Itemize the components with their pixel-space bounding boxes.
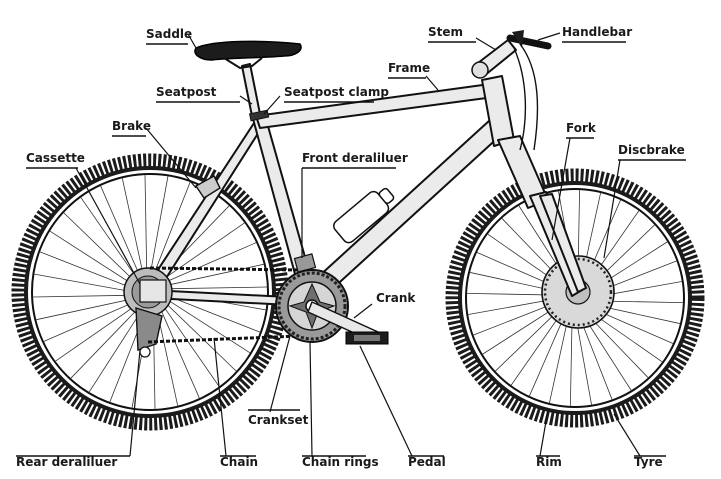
saddle-shape (194, 40, 302, 70)
label-discbrake: Discbrake (618, 143, 685, 157)
leader-brake (145, 127, 197, 189)
label-brake: Brake (112, 119, 151, 133)
label-seatpost: Seatpost (156, 85, 217, 99)
leader-crankset (269, 335, 291, 413)
leader-rim (539, 409, 549, 457)
spoke (156, 263, 264, 288)
rear-derailleur-body (135, 307, 163, 358)
leader-chain (213, 337, 227, 457)
spoke (155, 242, 257, 287)
leader-frame (425, 75, 439, 91)
part-labels: Saddle Stem Handlebar Frame Seatpost Sea… (16, 25, 686, 469)
leader-discbrake (603, 159, 621, 259)
label-handlebar: Handlebar (562, 25, 632, 39)
leader-crank (353, 303, 373, 319)
leader-saddle (187, 33, 197, 49)
label-stem: Stem (428, 25, 463, 39)
label-seatpost-clamp: Seatpost clamp (284, 85, 389, 99)
spoke (144, 175, 148, 285)
spoke (157, 286, 267, 290)
label-front-derailleur: Front deraliluer (302, 151, 408, 165)
rear-cassette (123, 267, 173, 317)
label-rim: Rim (536, 455, 562, 469)
label-cassette: Cassette (26, 151, 85, 165)
spoke (157, 293, 251, 354)
leader-tyre (613, 413, 641, 457)
leader-handlebar (537, 32, 561, 41)
label-chain-rings: Chain rings (302, 455, 379, 469)
spoke (100, 185, 145, 287)
label-crank: Crank (376, 291, 416, 305)
leader-stem (475, 37, 497, 51)
leader-rear-derailleur (129, 349, 141, 457)
label-frame: Frame (388, 61, 430, 75)
seatpost-assembly (241, 63, 270, 122)
front-rim (465, 188, 685, 408)
leader-pedal (359, 345, 413, 457)
label-saddle: Saddle (146, 27, 192, 41)
front-tyre (445, 168, 705, 428)
leader-seatpost-clamp (263, 95, 281, 115)
spoke (154, 222, 245, 286)
label-tyre: Tyre (634, 455, 663, 469)
leader-seatpost (239, 95, 253, 105)
front-fork (497, 135, 587, 297)
spoke (148, 176, 169, 285)
rear-brake-caliper (194, 175, 221, 199)
spoke (157, 294, 237, 372)
leader-chain-rings (309, 341, 313, 457)
rear-rim (31, 173, 269, 411)
water-bottle (333, 187, 395, 244)
spoke (121, 178, 146, 286)
label-chain: Chain (220, 455, 258, 469)
leader-fork (551, 137, 571, 241)
crankset-group (275, 269, 389, 345)
stem-handlebar (471, 30, 552, 151)
leader-cassette (75, 167, 141, 285)
spoke (155, 297, 200, 399)
rear-tyre-inner (24, 166, 276, 418)
bike-frame (145, 75, 515, 307)
label-rear-derailleur: Rear deraliluer (16, 455, 117, 469)
bike-chain (147, 266, 301, 344)
label-fork: Fork (566, 121, 597, 135)
label-crankset: Crankset (248, 413, 309, 427)
front-tyre-inner (458, 181, 692, 415)
leader-lines (75, 32, 641, 457)
label-pedal: Pedal (408, 455, 446, 469)
